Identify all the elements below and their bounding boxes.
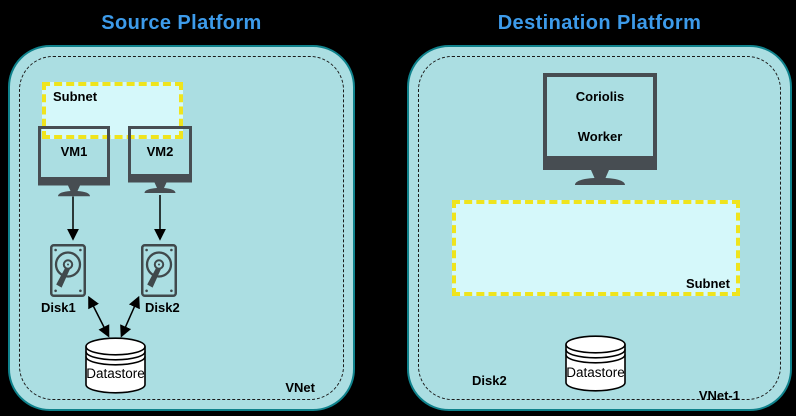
destination-subnet-label: Subnet bbox=[685, 276, 730, 291]
destination-vnet-label: VNet-1 bbox=[698, 388, 740, 403]
source-subnet-box: Subnet bbox=[42, 82, 183, 139]
source-vnet-label: VNet bbox=[285, 380, 315, 395]
source-disk2-label: Disk2 bbox=[145, 300, 180, 315]
source-subnet-label: Subnet bbox=[53, 89, 98, 104]
source-vnet-boundary bbox=[19, 56, 344, 400]
vm1-label: VM1 bbox=[60, 144, 88, 159]
destination-vnet-boundary bbox=[418, 56, 781, 400]
vm2-label: VM2 bbox=[146, 144, 174, 159]
destination-datastore-label: Datastore bbox=[566, 365, 625, 380]
destination-platform-title: Destination Platform bbox=[497, 12, 702, 34]
coriolis-label-line1: Coriolis bbox=[575, 89, 625, 104]
destination-disk2-label: Disk2 bbox=[472, 373, 507, 388]
source-platform-title: Source Platform bbox=[101, 12, 262, 34]
coriolis-label-line2: Worker bbox=[577, 129, 623, 144]
disk1-label: Disk1 bbox=[41, 300, 76, 315]
destination-subnet-box: Subnet bbox=[452, 200, 740, 296]
source-datastore-label: Datastore bbox=[86, 366, 145, 381]
